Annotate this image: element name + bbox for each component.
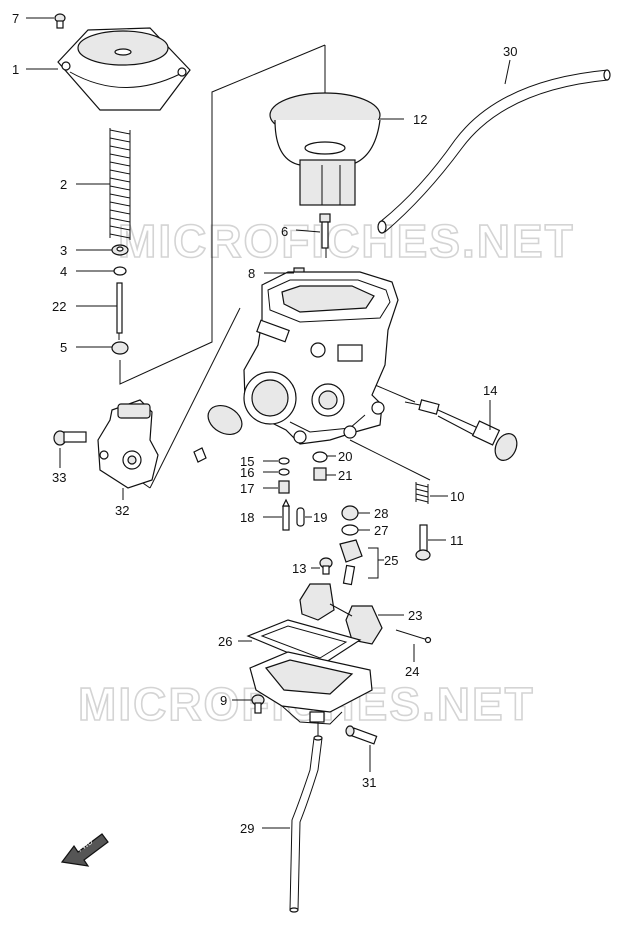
callout-31: 31	[362, 775, 376, 790]
callout-32: 32	[115, 503, 129, 518]
callout-25: 25	[384, 553, 398, 568]
callout-6: 6	[281, 224, 288, 239]
callout-17: 17	[240, 481, 254, 496]
part-18-pilot-jet	[282, 498, 290, 531]
part-5-retainer	[111, 341, 129, 355]
callout-1: 1	[12, 62, 19, 77]
part-19-jet	[296, 507, 305, 527]
callout-15: 15	[240, 454, 254, 469]
part-23-float	[299, 583, 383, 645]
part-13-screw	[319, 557, 333, 575]
callout-16: 16	[240, 465, 254, 480]
part-6-screw	[319, 213, 331, 249]
callout-29: 29	[240, 821, 254, 836]
part-17-jet	[278, 480, 290, 494]
part-22-needle	[116, 282, 123, 340]
part-15-washer	[278, 457, 290, 465]
callout-21: 21	[338, 468, 352, 483]
watermark-top: MICROFICHES.NET	[118, 215, 575, 267]
callout-26: 26	[218, 634, 232, 649]
part-31-drain-screw	[345, 725, 378, 745]
part-11-screw	[415, 524, 431, 561]
callout-14: 14	[483, 383, 497, 398]
callout-23: 23	[408, 608, 422, 623]
callout-8: 8	[248, 266, 255, 281]
callout-10: 10	[450, 489, 464, 504]
callout-3: 3	[60, 243, 67, 258]
part-20-oring	[312, 451, 328, 463]
part-24-pin	[395, 629, 432, 644]
callout-33: 33	[52, 470, 66, 485]
callout-12: 12	[413, 112, 427, 127]
part-diaphragm-plate	[193, 404, 243, 463]
part-3-washer	[111, 244, 129, 256]
callout-13: 13	[292, 561, 306, 576]
part-25-float-valve	[339, 539, 379, 586]
part-29-drain-hose	[289, 735, 323, 913]
leader-lines	[26, 17, 511, 829]
carburetor-body	[243, 271, 399, 445]
part-12-piston	[269, 92, 381, 206]
part-33-bolt	[53, 430, 87, 446]
callout-30: 30	[503, 44, 517, 59]
callout-5: 5	[60, 340, 67, 355]
float-bowl	[249, 651, 373, 725]
callout-labels: 7 1 2 3 4 22 5 33 32 30 12 6 8 14 15 16 …	[12, 11, 517, 836]
part-4-clip	[113, 266, 127, 276]
callout-18: 18	[240, 510, 254, 525]
callout-11: 11	[450, 533, 464, 548]
part-21-plug	[313, 467, 327, 481]
callout-24: 24	[405, 664, 419, 679]
part-7-screw	[54, 13, 66, 29]
callout-28: 28	[374, 506, 388, 521]
callout-27: 27	[374, 523, 388, 538]
callout-7: 7	[12, 11, 19, 26]
part-2-spring	[109, 128, 131, 240]
part-16-oring	[278, 468, 290, 476]
part-28-cap	[341, 505, 359, 521]
part-14-choke-cable	[404, 399, 518, 461]
part-32-throttle-sensor	[97, 399, 159, 489]
callout-4: 4	[60, 264, 67, 279]
fwd-arrow-badge: FWD	[60, 833, 109, 867]
part-10-spring	[415, 482, 429, 504]
part-30-hose	[377, 69, 611, 234]
callout-22: 22	[52, 299, 66, 314]
callout-2: 2	[60, 177, 67, 192]
part-27-oring	[341, 524, 359, 536]
callout-19: 19	[313, 510, 327, 525]
callout-9: 9	[220, 693, 227, 708]
callout-20: 20	[338, 449, 352, 464]
part-1-top-cap	[57, 27, 191, 111]
